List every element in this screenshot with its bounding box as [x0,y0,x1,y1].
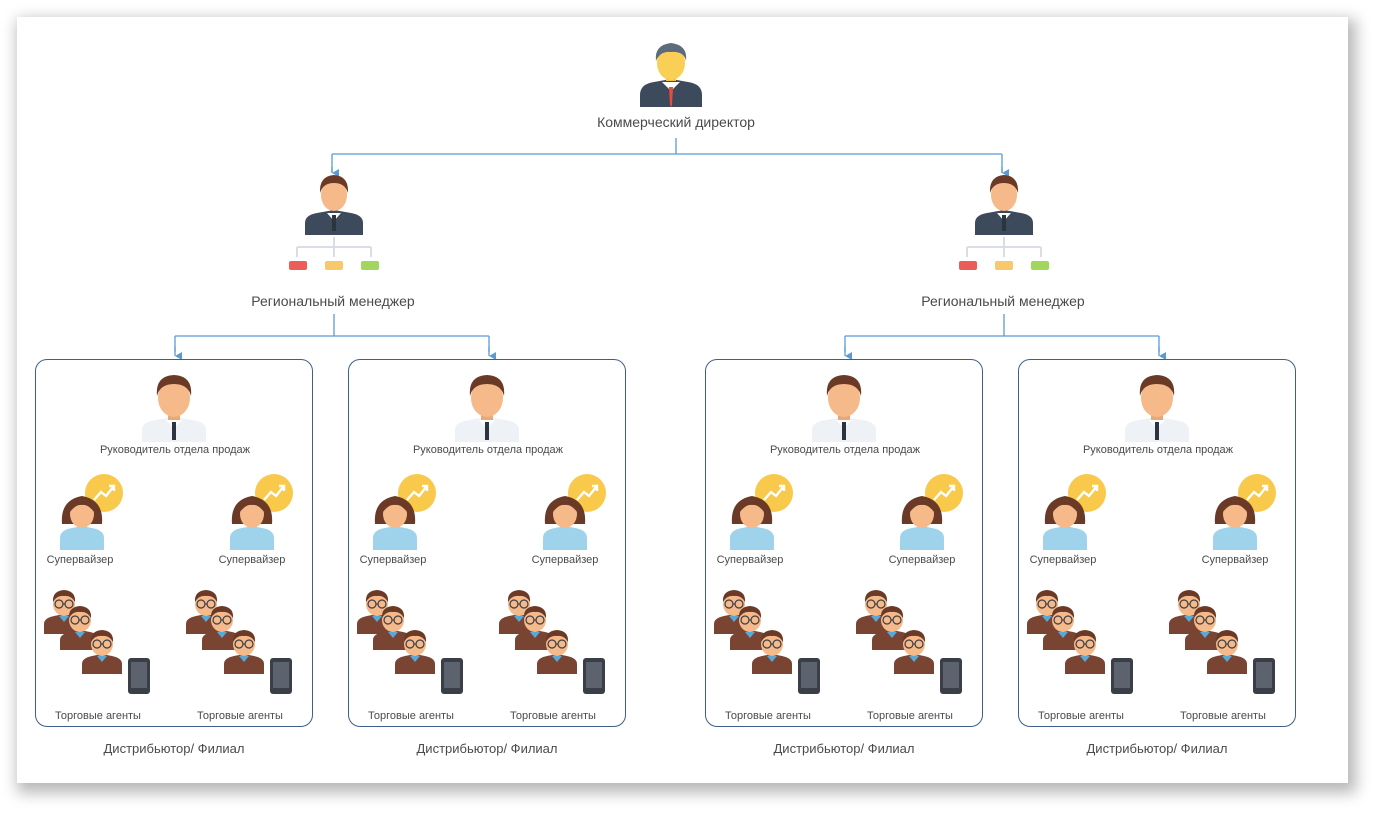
supervisor-label: Супервайзер [46,554,114,566]
regional-manager-label: Региональный менеджер [251,293,415,309]
connector-director [331,138,1003,173]
supervisor-icon [373,474,436,550]
connector-region-2 [844,314,1160,352]
regional-manager-label: Региональный менеджер [921,293,1085,309]
branch-box: Руководитель отдела продаж Супервайзер С… [1018,359,1296,727]
sales-agents-icon [1169,590,1275,694]
sales-agents-label: Торговые агенты [867,710,953,722]
sales-agents-icon [856,590,962,694]
supervisor-label: Супервайзер [1201,554,1269,566]
supervisor-icon [60,474,123,550]
sales-head-label: Руководитель отдела продаж [99,444,251,456]
sales-agents-label: Торговые агенты [725,710,811,722]
sales-head-label: Руководитель отдела продаж [1082,444,1234,456]
distributor-label: Дистрибьютор/ Филиал [103,741,245,756]
supervisor-label: Супервайзер [888,554,956,566]
sales-agents-icon [44,590,150,694]
supervisor-icon [1043,474,1106,550]
connector-lines [174,138,1166,360]
sales-head-label: Руководитель отдела продаж [769,444,921,456]
branch-box: Руководитель отдела продаж Супервайзер С… [35,359,313,727]
branch-box: Руководитель отдела продаж Супервайзер С… [705,359,983,727]
sales-agents-label: Торговые агенты [1180,710,1266,722]
sales-agents-icon [714,590,820,694]
director-icon [640,43,702,107]
supervisor-label: Супервайзер [1029,554,1097,566]
distributor-label: Дистрибьютор/ Филиал [416,741,558,756]
sales-agents-label: Торговые агенты [197,710,283,722]
sales-agents-icon [1027,590,1133,694]
supervisor-label: Супервайзер [359,554,427,566]
supervisor-icon [1213,474,1276,550]
sales-head-icon [1125,375,1189,442]
sales-agents-icon [357,590,463,694]
regional-manager-icon [289,175,379,270]
branch-box: Руководитель отдела продаж Супервайзер С… [348,359,626,727]
supervisor-icon [900,474,963,550]
supervisor-icon [730,474,793,550]
sales-agents-icon [499,590,605,694]
sales-agents-label: Торговые агенты [55,710,141,722]
supervisor-icon [543,474,606,550]
sales-agents-label: Торговые агенты [368,710,454,722]
supervisor-label: Супервайзер [716,554,784,566]
supervisor-label: Супервайзер [531,554,599,566]
supervisor-label: Супервайзер [218,554,286,566]
sales-head-icon [455,375,519,442]
sales-head-icon [812,375,876,442]
sales-head-icon [142,375,206,442]
sales-agents-label: Торговые агенты [1038,710,1124,722]
sales-agents-label: Торговые агенты [510,710,596,722]
director-label: Коммерческий директор [597,114,755,130]
org-chart-canvas: Коммерческий директор Региональный менед… [17,17,1348,783]
regional-manager-icon [959,175,1049,270]
distributor-label: Дистрибьютор/ Филиал [773,741,915,756]
sales-head-label: Руководитель отдела продаж [412,444,564,456]
distributor-label: Дистрибьютор/ Филиал [1086,741,1228,756]
supervisor-icon [230,474,293,550]
connector-region-1 [174,314,490,352]
sales-agents-icon [186,590,292,694]
